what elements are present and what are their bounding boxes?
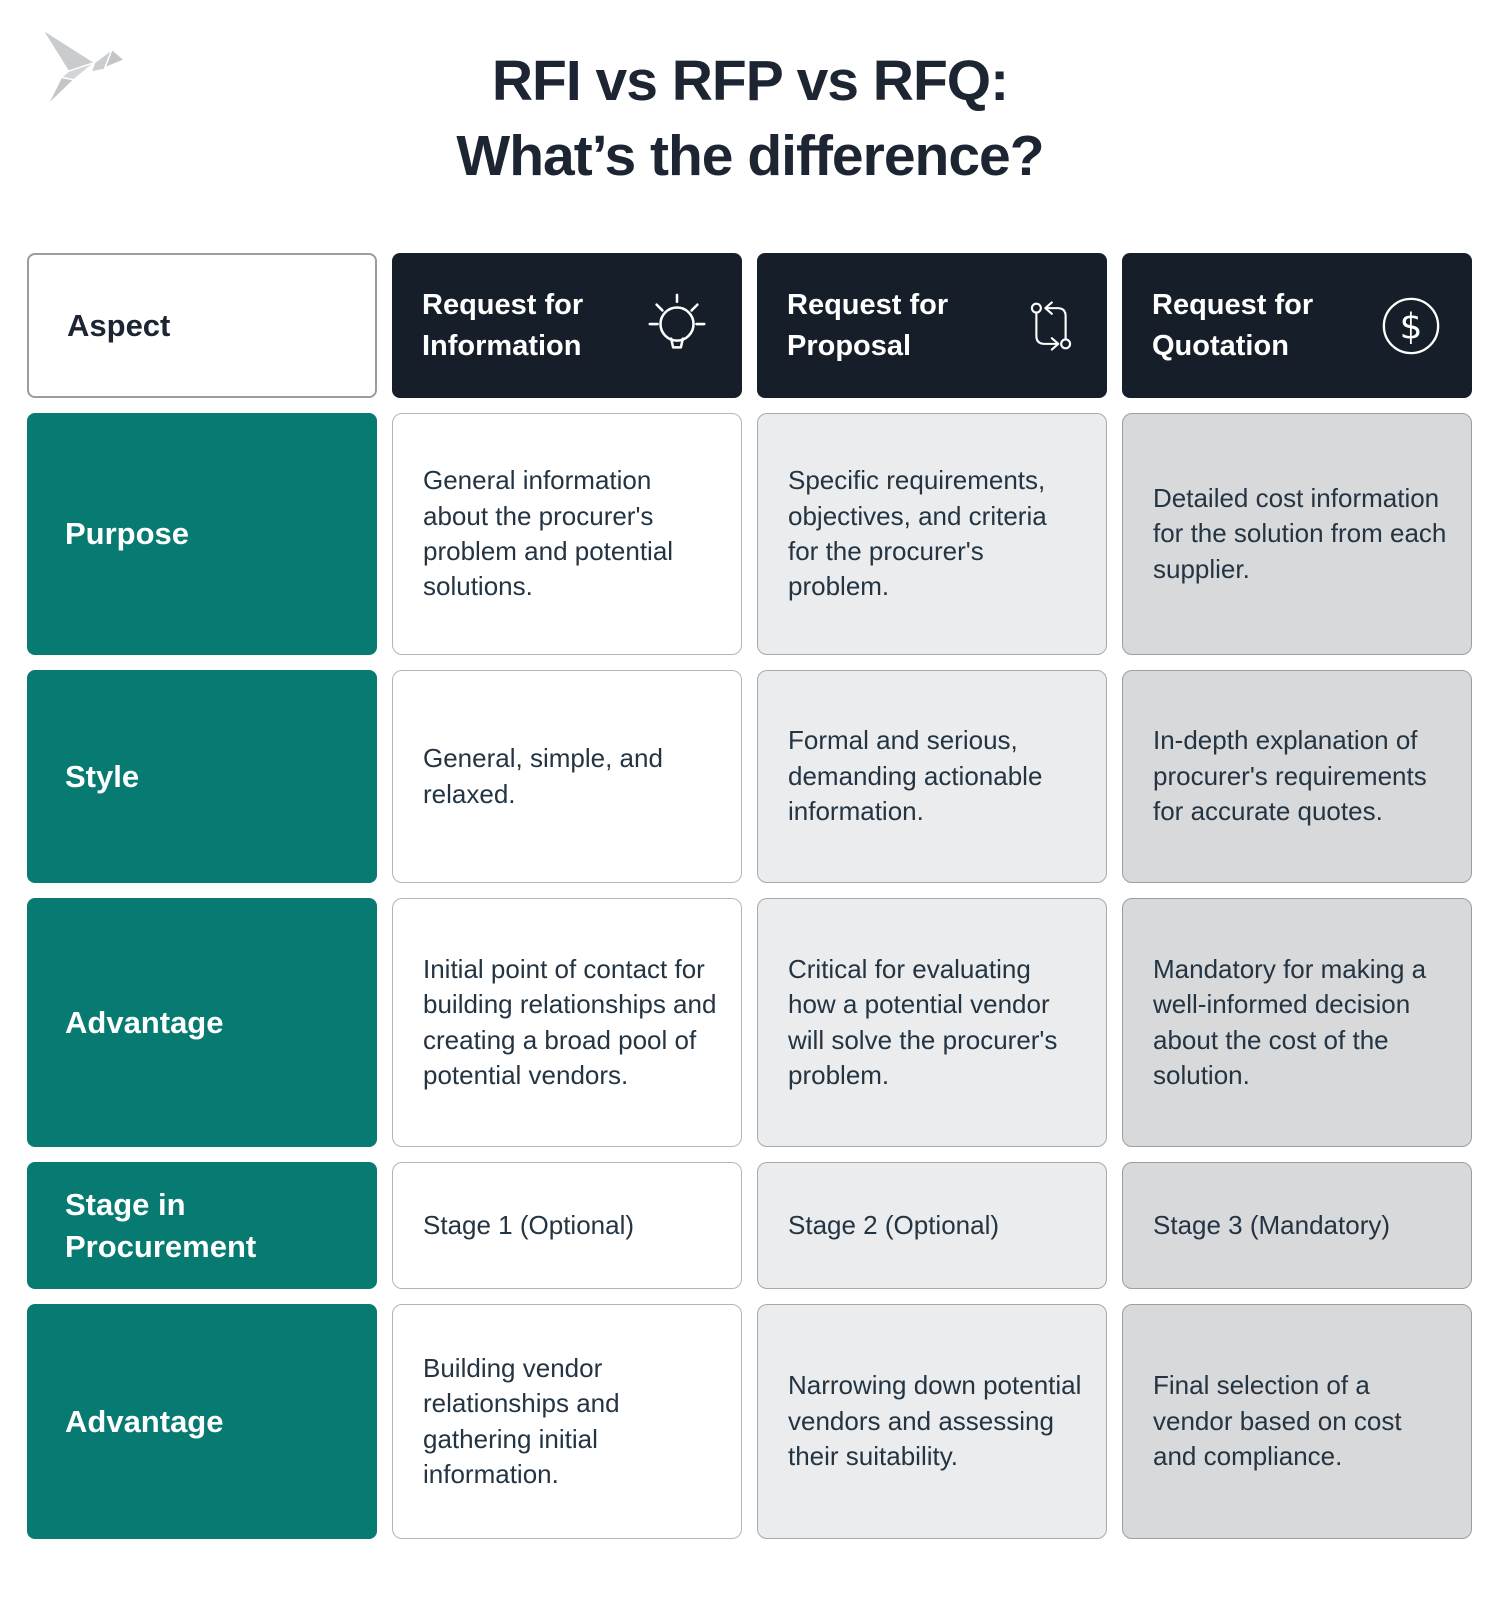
rfi-header-label: Request for Information xyxy=(422,288,584,362)
rfi-header-cell: Request for Information xyxy=(392,253,742,398)
cell-purpose-rfq: Detailed cost information for the soluti… xyxy=(1122,413,1472,655)
cell-advantage2-rfi: Building vendor relationships and gather… xyxy=(392,1304,742,1539)
cell-text: Specific requirements, objectives, and c… xyxy=(788,465,1047,602)
comparison-table: Aspect Request for Information Request f… xyxy=(27,253,1472,1539)
cell-text: Detailed cost information for the soluti… xyxy=(1153,482,1447,584)
cell-stage-rfq: Stage 3 (Mandatory) xyxy=(1122,1162,1472,1289)
cell-style-rfq: In-depth explanation of procurer's requi… xyxy=(1122,670,1472,883)
title-line-1: RFI vs RFP vs RFQ: xyxy=(491,49,1009,113)
aspect-header-label: Aspect xyxy=(67,307,171,343)
cell-advantage1-rfi: Initial point of contact for building re… xyxy=(392,898,742,1147)
cell-advantage2-rfq: Final selection of a vendor based on cos… xyxy=(1122,1304,1472,1539)
aspect-cell-advantage-2: Advantage xyxy=(27,1304,377,1539)
cell-advantage1-rfp: Critical for evaluating how a potential … xyxy=(757,898,1107,1147)
title-line-2: What’s the difference? xyxy=(456,124,1044,189)
cell-text: Mandatory for making a well-informed dec… xyxy=(1153,953,1427,1090)
cell-style-rfi: General, simple, and relaxed. xyxy=(392,670,742,883)
aspect-label: Stage in Procurement xyxy=(65,1186,257,1264)
cell-text: Stage 3 (Mandatory) xyxy=(1153,1209,1391,1240)
dollar-circle-icon: $ xyxy=(1380,295,1442,357)
cell-stage-rfp: Stage 2 (Optional) xyxy=(757,1162,1107,1289)
aspect-cell-advantage-1: Advantage xyxy=(27,898,377,1147)
svg-text:$: $ xyxy=(1400,306,1423,347)
cell-text: Formal and serious, demanding actionable… xyxy=(788,725,1043,827)
cell-purpose-rfi: General information about the procurer's… xyxy=(392,413,742,655)
aspect-header-cell: Aspect xyxy=(27,253,377,398)
cell-text: Final selection of a vendor based on cos… xyxy=(1153,1370,1402,1472)
rfp-header-cell: Request for Proposal xyxy=(757,253,1107,398)
aspect-cell-purpose: Purpose xyxy=(27,413,377,655)
cell-purpose-rfp: Specific requirements, objectives, and c… xyxy=(757,413,1107,655)
cell-text: General, simple, and relaxed. xyxy=(423,743,663,809)
rfq-header-cell: Request for Quotation $ xyxy=(1122,253,1472,398)
rfq-header-label: Request for Quotation xyxy=(1152,288,1314,362)
cell-text: Narrowing down potential vendors and ass… xyxy=(788,1370,1082,1472)
cell-text: Building vendor relationships and gather… xyxy=(423,1352,620,1489)
cell-text: General information about the procurer's… xyxy=(423,465,674,602)
cell-style-rfp: Formal and serious, demanding actionable… xyxy=(757,670,1107,883)
page-title: RFI vs RFP vs RFQ: What’s the difference… xyxy=(0,0,1500,194)
aspect-cell-style: Style xyxy=(27,670,377,883)
rfp-header-label: Request for Proposal xyxy=(787,288,949,362)
aspect-cell-stage: Stage in Procurement xyxy=(27,1162,377,1289)
aspect-label: Advantage xyxy=(65,1004,224,1040)
aspect-label: Purpose xyxy=(65,516,190,552)
cell-advantage1-rfq: Mandatory for making a well-informed dec… xyxy=(1122,898,1472,1147)
cell-advantage2-rfp: Narrowing down potential vendors and ass… xyxy=(757,1304,1107,1539)
cell-stage-rfi: Stage 1 (Optional) xyxy=(392,1162,742,1289)
cell-text: Stage 1 (Optional) xyxy=(423,1209,635,1240)
lightbulb-icon xyxy=(642,291,712,361)
cell-text: In-depth explanation of procurer's requi… xyxy=(1153,725,1427,827)
cell-text: Stage 2 (Optional) xyxy=(788,1209,1000,1240)
origami-bird-logo xyxy=(30,24,126,108)
aspect-label: Advantage xyxy=(65,1403,224,1439)
cell-text: Initial point of contact for building re… xyxy=(423,953,717,1090)
workflow-arrows-icon xyxy=(1025,294,1077,358)
aspect-label: Style xyxy=(65,758,140,794)
cell-text: Critical for evaluating how a potential … xyxy=(788,953,1058,1090)
